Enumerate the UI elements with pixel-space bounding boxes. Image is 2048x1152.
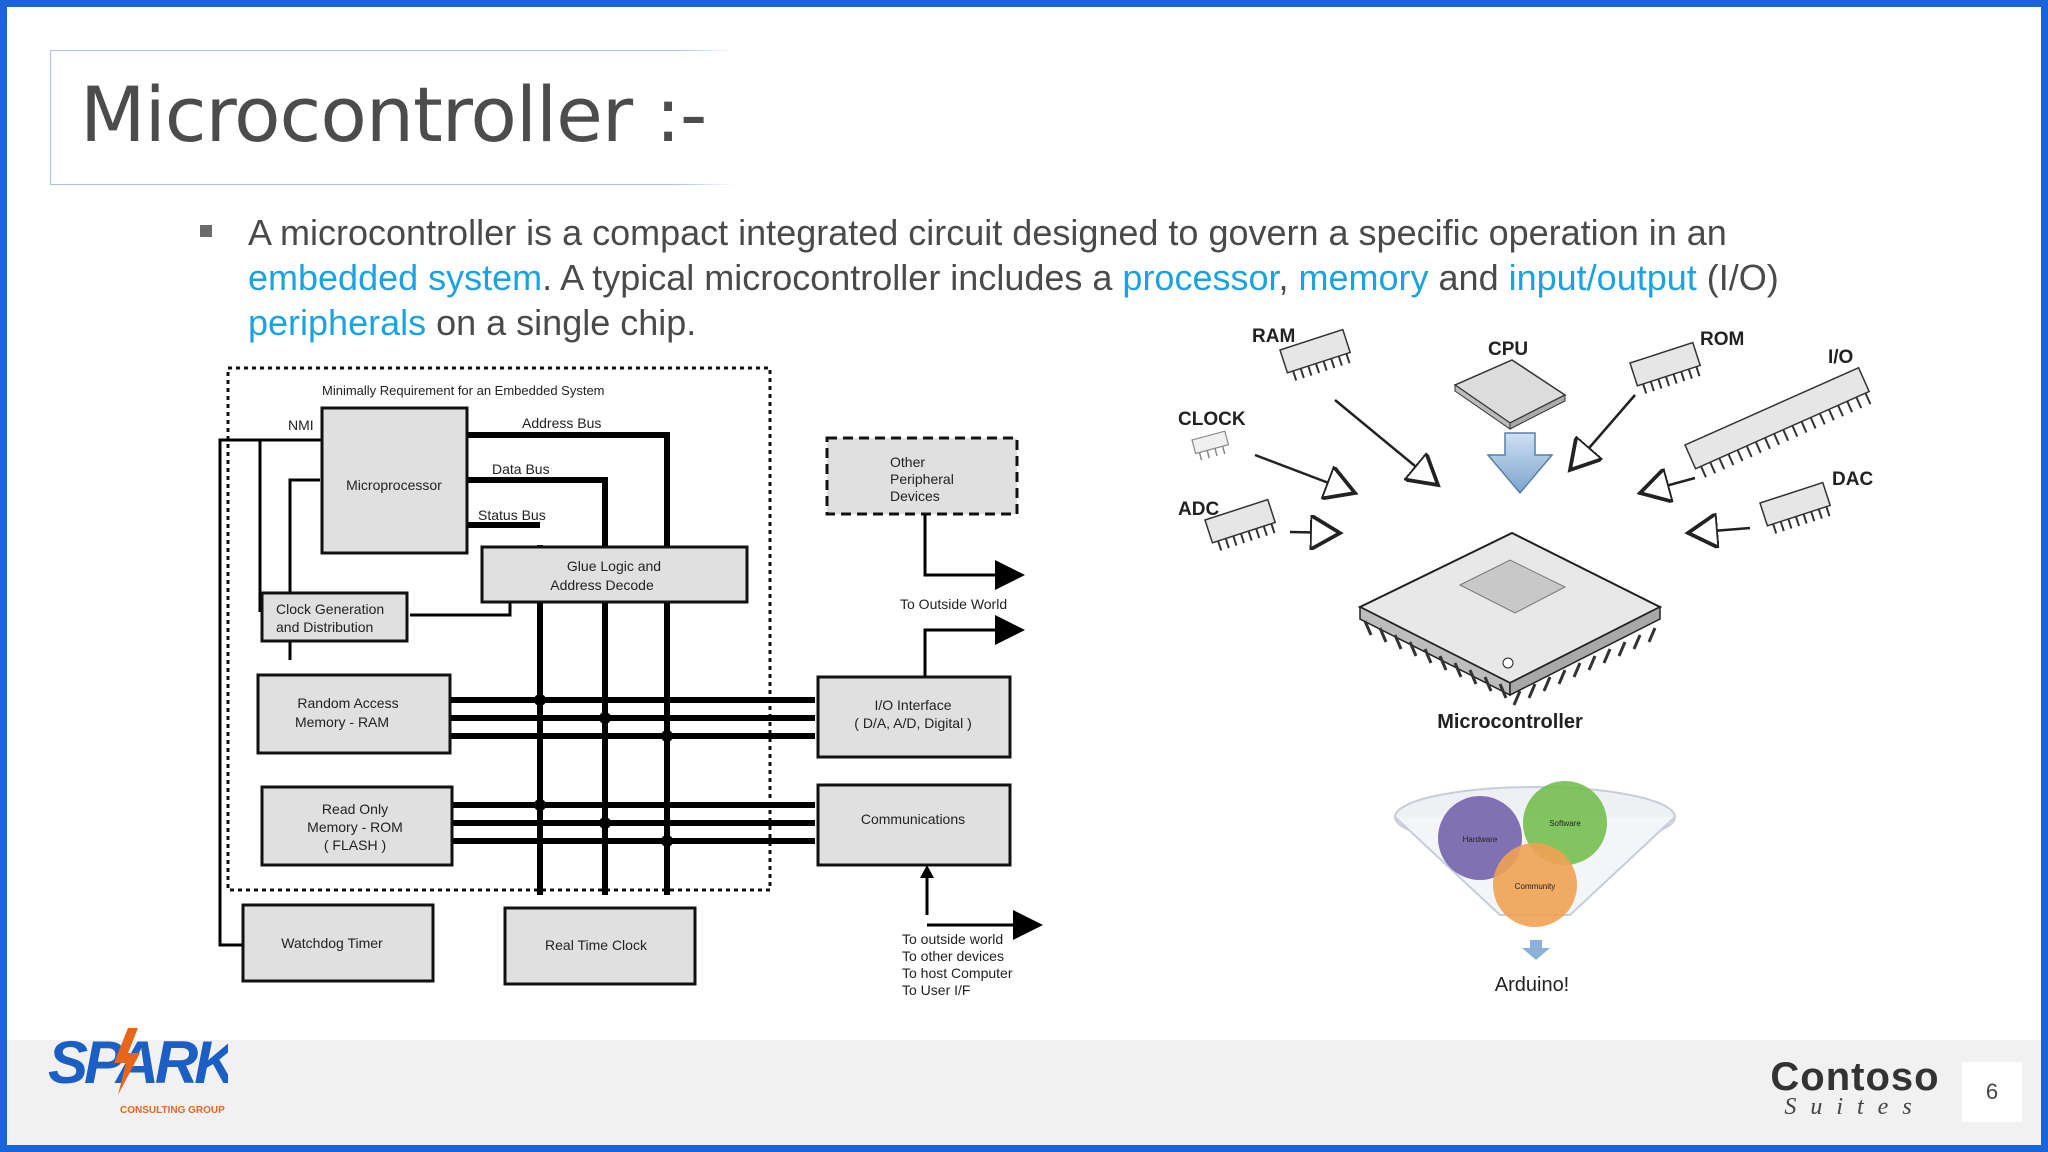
rom-label-2: Memory - ROM (307, 819, 403, 835)
to-outside-world-label: To Outside World (900, 596, 1007, 612)
glue-logic-label-1: Glue Logic and (567, 558, 661, 574)
dac-chip-icon (1759, 481, 1832, 534)
other-peripheral-label-2: Peripheral (890, 471, 954, 487)
io-chip-icon (1684, 366, 1872, 478)
clock-chip-icon (1191, 430, 1230, 461)
communications-block (816, 783, 1012, 867)
other-peripheral-label-1: Other (890, 454, 925, 470)
rtc-label: Real Time Clock (545, 937, 648, 953)
dac-chip-label: DAC (1832, 469, 1873, 490)
ram-block (256, 673, 452, 755)
arduino-venn-graphic: Hardware Software Community (1394, 781, 1676, 960)
cpu-arrow-icon (1486, 432, 1554, 495)
cpu-chip-icon (1453, 359, 1567, 430)
status-bus-label: Status Bus (478, 507, 546, 523)
io-interface-block (816, 675, 1012, 759)
microcontroller-illustration: RAM CPU ROM I/O CLOCK ADC DAC (1178, 326, 1873, 996)
data-bus-label: Data Bus (492, 461, 550, 477)
outside-list-3: To host Computer (902, 965, 1013, 981)
microprocessor-label: Microprocessor (346, 477, 442, 493)
microcontroller-chip-icon (1357, 531, 1663, 706)
page-number: 6 (1962, 1062, 2022, 1122)
other-peripheral-block (825, 436, 1019, 516)
io-interface-label-1: I/O Interface (874, 697, 951, 713)
bullet-paragraph: A microcontroller is a compact integrate… (248, 212, 1779, 343)
adc-chip-icon (1204, 498, 1277, 551)
link-processor[interactable]: processor (1122, 257, 1279, 298)
microprocessor-block (320, 406, 469, 555)
spark-logo: SPARK CONSULTING GROUP (48, 1028, 228, 1116)
clock-gen-label-2: and Distribution (276, 619, 373, 635)
venn-software-label: Software (1549, 819, 1581, 828)
rom-label-1: Read Only (322, 801, 388, 817)
contoso-name: Contoso (1770, 1055, 1940, 1099)
link-memory[interactable]: memory (1298, 257, 1429, 298)
rom-block (260, 785, 454, 867)
rom-chip-icon (1629, 341, 1702, 394)
spark-logo-text: SPARK (48, 1029, 228, 1096)
rom-label-3: ( FLASH ) (324, 837, 386, 853)
link-input-output[interactable]: input/output (1508, 257, 1697, 298)
boundary-header: Minimally Requirement for an Embedded Sy… (322, 383, 605, 398)
link-peripherals[interactable]: peripherals (248, 302, 427, 343)
ram-label-2: Memory - RAM (295, 714, 389, 730)
watchdog-label: Watchdog Timer (281, 935, 383, 951)
nmi-label: NMI (288, 417, 314, 433)
arduino-arrow-icon (1522, 940, 1550, 960)
communications-label: Communications (861, 811, 965, 827)
slide-footer (7, 1040, 2041, 1145)
ram-chip-icon (1279, 328, 1352, 381)
arduino-label: Arduino! (1495, 974, 1570, 996)
clock-generation-block (260, 591, 409, 643)
io-interface-label-2: ( D/A, A/D, Digital ) (854, 715, 971, 731)
microcontroller-label: Microcontroller (1437, 711, 1583, 733)
glue-logic-label-2: Address Decode (550, 577, 654, 593)
outside-list-4: To User I/F (902, 982, 970, 998)
ram-chip-label: RAM (1252, 326, 1295, 347)
bullet-square-icon (200, 225, 212, 237)
other-peripheral-label-3: Devices (890, 488, 940, 504)
rtc-block (503, 906, 697, 986)
watchdog-block (241, 903, 435, 983)
contoso-logo: Contoso Suites (1755, 1055, 1955, 1121)
embedded-system-block-diagram: Minimally Requirement for an Embedded Sy… (218, 366, 1043, 998)
clock-gen-label-1: Clock Generation (276, 601, 384, 617)
rom-chip-label: ROM (1700, 329, 1744, 350)
adc-chip-label: ADC (1178, 499, 1219, 520)
venn-hardware-label: Hardware (1463, 835, 1498, 844)
glue-logic-block (480, 545, 749, 604)
io-chip-label: I/O (1828, 347, 1853, 368)
spark-logo-subtitle: CONSULTING GROUP (120, 1105, 225, 1116)
link-embedded-system[interactable]: embedded system (248, 257, 543, 298)
address-bus-label: Address Bus (522, 415, 601, 431)
contoso-subtitle: Suites (1784, 1094, 1926, 1120)
clock-chip-label: CLOCK (1178, 409, 1246, 430)
ram-label-1: Random Access (297, 695, 398, 711)
embedded-system-boundary (226, 366, 772, 892)
lightning-bolt-icon (114, 1028, 140, 1095)
slide-title: Microcontroller :- (80, 70, 707, 159)
cpu-chip-label: CPU (1488, 339, 1528, 360)
title-box (50, 50, 736, 185)
venn-community-label: Community (1515, 882, 1555, 891)
outside-list-1: To outside world (902, 931, 1003, 947)
outside-list-2: To other devices (902, 948, 1004, 964)
